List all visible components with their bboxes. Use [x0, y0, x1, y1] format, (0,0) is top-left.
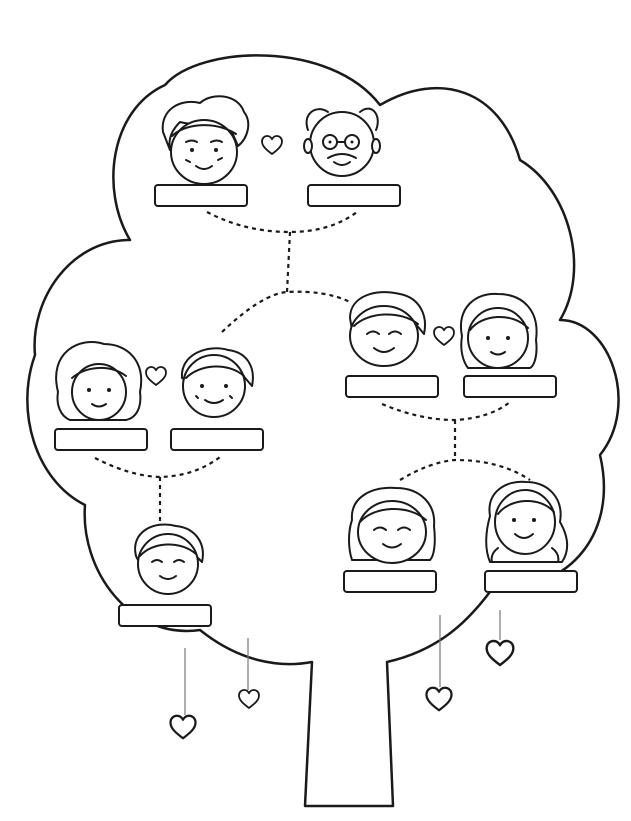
me-face-icon: [494, 489, 556, 555]
hanging-heart-icon: [425, 686, 453, 712]
sister-name-box[interactable]: [343, 570, 437, 593]
grandfather-face-icon: [309, 111, 375, 177]
grandmother-bangs: [171, 124, 237, 137]
father-portrait: [349, 291, 426, 367]
hanging-threads: [184, 610, 501, 715]
aunt-uncle-connector: [94, 456, 221, 479]
grandfather-hair-left: [305, 108, 329, 131]
grandmother-name-box[interactable]: [154, 184, 248, 207]
hanging-heart-icon: [169, 714, 197, 740]
grandmother-portrait: [161, 95, 250, 185]
aunt-portrait: [55, 341, 143, 421]
uncle-face-icon: [182, 354, 246, 418]
me-portrait: [485, 480, 568, 563]
cousin-portrait: [134, 523, 204, 595]
aunt-name-box[interactable]: [54, 428, 148, 451]
mother-portrait: [459, 292, 538, 369]
children-arc: [399, 458, 531, 481]
hanging-heart-icon: [485, 639, 515, 667]
grandfather-portrait: [303, 107, 381, 177]
sister-face-icon: [357, 500, 427, 564]
me-name-box[interactable]: [484, 570, 578, 593]
family-connectors: [94, 211, 531, 522]
uncle-portrait: [180, 347, 254, 418]
cousin-face-icon: [137, 533, 199, 595]
mother-name-box[interactable]: [463, 375, 557, 398]
grandfather-hair-right: [359, 107, 379, 131]
grandparents-connector: [206, 211, 358, 234]
father-name-box[interactable]: [345, 375, 439, 398]
father-face-icon: [349, 305, 419, 367]
cousin-name-box[interactable]: [118, 604, 212, 627]
grandparents-stem: [285, 231, 292, 293]
grandfather-name-box[interactable]: [307, 184, 401, 207]
glasses-icon: [322, 134, 360, 150]
hanging-heart-icon: [238, 689, 260, 709]
uncle-name-box[interactable]: [170, 428, 264, 451]
aunt-face-icon: [71, 363, 127, 421]
mother-face-icon: [467, 307, 529, 369]
sister-portrait: [348, 486, 436, 564]
